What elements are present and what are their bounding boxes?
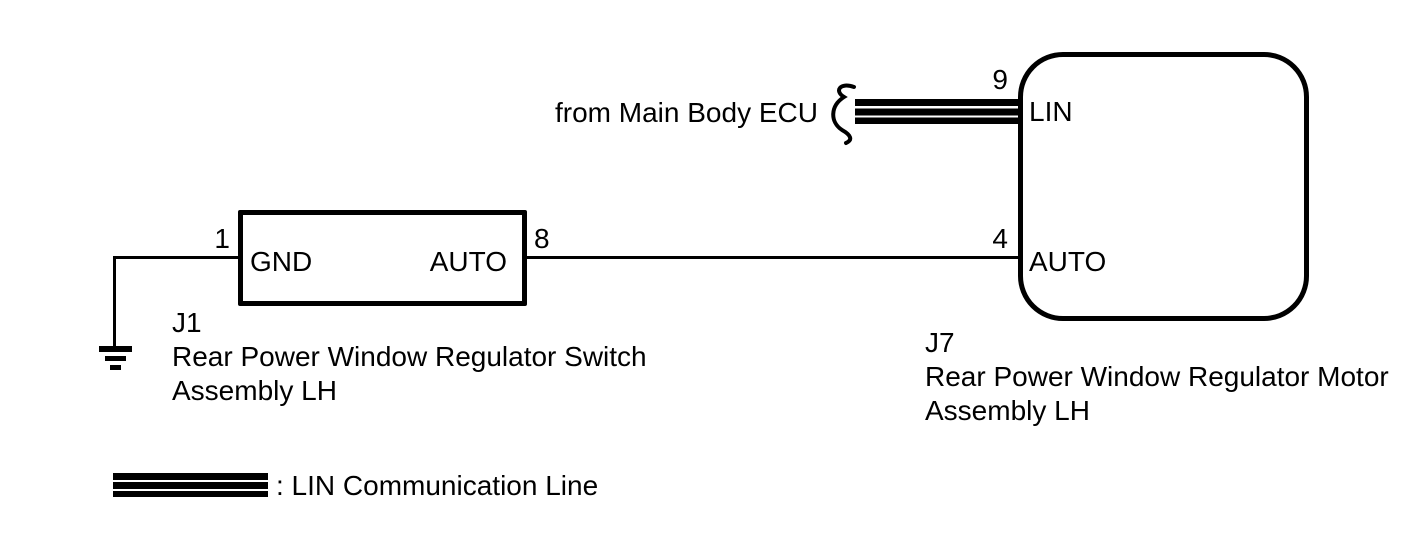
wire-ground-horizontal: [113, 256, 238, 259]
legend-label: : LIN Communication Line: [276, 470, 599, 501]
switch-pin-1-number: 1: [214, 223, 230, 254]
wire-break-icon: [831, 83, 856, 145]
switch-assembly-box: [238, 210, 527, 306]
wire-auto-signal: [527, 256, 1018, 259]
motor-pin-4-number: 4: [992, 223, 1008, 254]
switch-connector-id: J1: [172, 307, 202, 338]
switch-pin-auto-label: AUTO: [429, 246, 507, 277]
motor-name-line2: Assembly LH: [925, 395, 1090, 426]
legend-lin-line-sample: [113, 473, 268, 497]
motor-pin-auto-label: AUTO: [1029, 246, 1107, 277]
lin-communication-wire: [855, 99, 1018, 124]
motor-pin-lin-label: LIN: [1029, 96, 1073, 127]
switch-assembly-name: J1 Rear Power Window Regulator Switch As…: [172, 306, 647, 408]
motor-assembly-box: [1018, 52, 1309, 321]
external-source-label: from Main Body ECU: [555, 97, 818, 128]
switch-pin-8-number: 8: [534, 223, 550, 254]
motor-name-line1: Rear Power Window Regulator Motor: [925, 361, 1389, 392]
motor-pin-9-number: 9: [992, 64, 1008, 95]
motor-assembly-name: J7 Rear Power Window Regulator Motor Ass…: [925, 326, 1389, 428]
motor-connector-id: J7: [925, 327, 955, 358]
switch-name-line2: Assembly LH: [172, 375, 337, 406]
switch-pin-gnd-label: GND: [250, 246, 313, 277]
switch-name-line1: Rear Power Window Regulator Switch: [172, 341, 647, 372]
wire-ground-vertical: [113, 256, 116, 349]
